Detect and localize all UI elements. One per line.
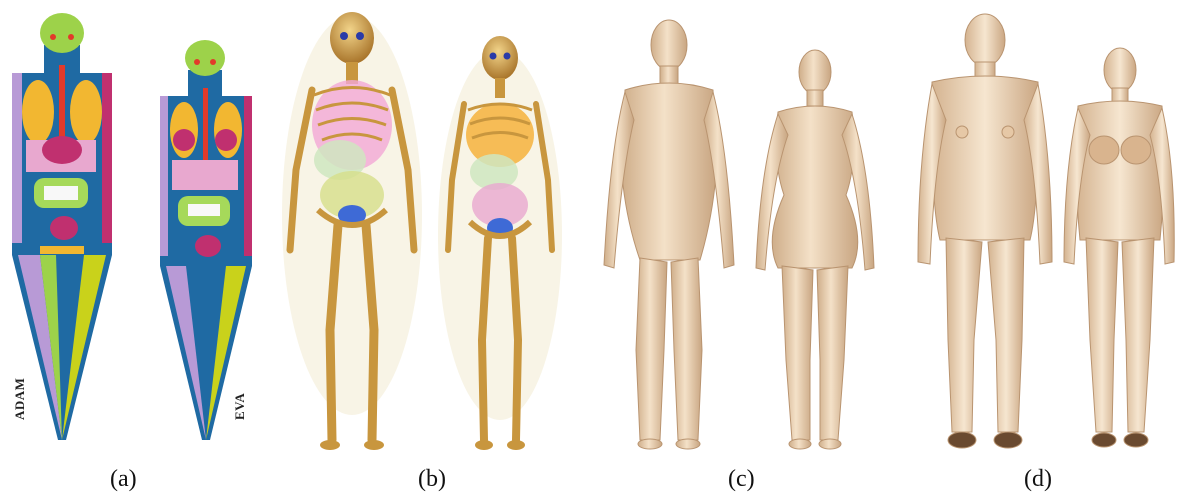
caption-d: (d) (1024, 466, 1052, 493)
caption-b: (b) (418, 466, 446, 493)
caption-a: (a) (110, 466, 137, 493)
male-skeleton-phantom (282, 12, 422, 450)
panel-a-stylized-phantoms (12, 13, 252, 440)
panel-d-mesh-phantoms (918, 14, 1174, 448)
eva-head-ellipse (185, 40, 225, 76)
caption-c: (c) (728, 466, 755, 493)
eva-stylized-phantom (160, 40, 252, 440)
female-skeleton-phantom (438, 36, 562, 450)
female-mesh-phantom (1064, 48, 1174, 447)
panel-b-voxel-phantoms (282, 12, 562, 450)
eva-label: EVA (232, 393, 248, 420)
adam-head-ellipse (40, 13, 84, 53)
panel-c-surface-phantoms (604, 20, 874, 449)
male-surface-phantom (604, 20, 734, 449)
adam-label: ADAM (12, 378, 28, 420)
female-surface-phantom (756, 50, 874, 449)
adam-stylized-phantom (12, 13, 112, 440)
male-mesh-phantom (918, 14, 1052, 448)
